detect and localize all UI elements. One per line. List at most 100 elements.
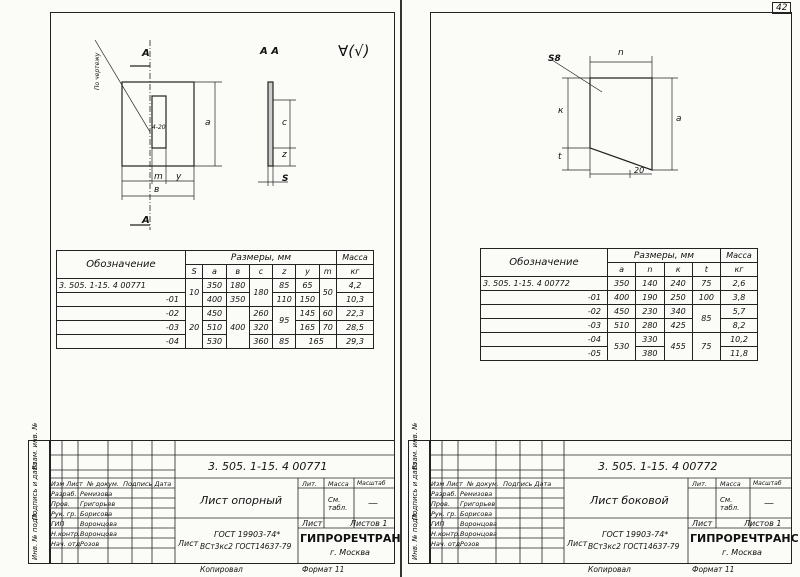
stamp-name: Ремизова (460, 490, 493, 498)
table-cell: 380 (635, 346, 665, 361)
right-plate-drawing (551, 56, 678, 178)
left-scale-label: Масштаб (357, 480, 386, 487)
right-margin-strip (408, 440, 430, 564)
left-sheet-label: Лист (302, 519, 323, 528)
table-cell: 95 (272, 306, 297, 335)
stamp-role: ГИП (51, 520, 65, 528)
stamp-h: Изм (431, 480, 445, 488)
stamp-name: Розов (80, 540, 100, 548)
dim-y: y (176, 172, 182, 182)
left-size-table: Обозначение Размеры, мм Масса S a в c z … (56, 250, 374, 349)
table-row: -03 510 280 425 8,2 (480, 318, 758, 333)
table-cell: 85 (691, 304, 722, 333)
left-plate-drawing (94, 39, 296, 230)
left-copied: Копировал (200, 565, 243, 574)
right-sheet-label: Лист (692, 519, 713, 528)
left-title-grid (50, 440, 395, 564)
right-s-label: S8 (548, 54, 561, 64)
stamp-header: Изм Лист № докум. Подпись Дата (51, 480, 171, 488)
right-sheets-label: Листов 1 (744, 519, 782, 528)
stamp-role: Пров. (431, 500, 450, 508)
stamp-role: Разраб. (431, 490, 457, 498)
stamp-h: № докум. (86, 480, 119, 488)
table-cell: 530 (606, 332, 637, 361)
right-scale-value: — (764, 498, 774, 509)
stamp-h: Лист (66, 480, 83, 488)
stamp-name: Розов (460, 540, 480, 548)
stamp-h: Изм (51, 480, 65, 488)
table-cell: 455 (663, 332, 693, 361)
right-scale-label: Масштаб (753, 480, 782, 487)
stamp-name: Воронцова (80, 520, 118, 528)
table-row: -02 450 230 340 85 5,7 (480, 304, 758, 333)
table-cell: 320 (248, 320, 274, 335)
left-mass-label: Масса (328, 480, 349, 488)
stamp-role: Пров. (51, 500, 70, 508)
left-lit-label: Лит. (302, 480, 317, 488)
stamp-h: Лист (446, 480, 463, 488)
right-material-prefix: Лист (567, 539, 588, 548)
right-dim-n: n (618, 48, 624, 58)
stamp-role: Разраб. (51, 490, 77, 498)
table-cell: 530 (202, 334, 227, 349)
stamp-name: Воронцова (460, 530, 498, 538)
table-cell: 75 (691, 332, 722, 361)
table-row: -01 400 350 110 150 10,3 (56, 292, 374, 307)
left-scale-value: — (368, 498, 378, 509)
roughness-symbol: ∀(√) (338, 42, 370, 60)
right-format: Формат 11 (692, 565, 735, 574)
left-format: Формат 11 (302, 565, 345, 574)
right-sheet: 42 Инв. № подл. Подпись и дата Взам. инв… (402, 0, 800, 577)
left-part-name: Лист опорный (200, 494, 283, 507)
stamp-header: Изм Лист № докум. Подпись Дата (431, 480, 551, 488)
left-margin-strip (28, 440, 50, 564)
dim-m: m (154, 172, 163, 182)
right-mass-value: См. табл. (720, 496, 740, 512)
stamp-h: Подпись (123, 480, 153, 488)
stamp-h: Подпись (503, 480, 533, 488)
stamp-role: Н.контр. (51, 530, 81, 538)
stamp-role: Нач. отд. (51, 540, 83, 548)
table-cell: 29,3 (336, 334, 374, 349)
left-mass-value: См. табл. (328, 496, 348, 512)
dim-c: c (282, 118, 287, 128)
section-title: А А (260, 46, 279, 57)
table-cell: -05 (480, 346, 608, 361)
page-number: 42 (772, 2, 792, 14)
stamp-h: № докум. (466, 480, 499, 488)
table-row: -02 20 450 400 260 95 145 60 22,3 (56, 306, 374, 349)
stamp-name: Борисова (460, 510, 493, 518)
table-cell: -04 (56, 334, 186, 349)
table-cell: 11,8 (720, 346, 758, 361)
weld-label: 4-20 (152, 124, 166, 131)
right-lit-label: Лит. (692, 480, 707, 488)
right-dim-20: 20 (634, 166, 645, 175)
dim-a: a (205, 118, 211, 128)
table-cell: 20 (184, 306, 204, 349)
left-doc-code: 3. 505. 1-15. 4 00771 (208, 460, 328, 473)
right-mass-label: Масса (720, 480, 741, 488)
dim-s: S (282, 174, 289, 184)
stamp-name: Борисова (80, 510, 113, 518)
stamp-role: Рук. гр. (51, 510, 77, 518)
stamp-name: Воронцова (460, 520, 498, 528)
table-row: -05 380 11,8 (480, 346, 758, 361)
stamp-name: Ремизова (80, 490, 113, 498)
stamp-role: Нач. отд. (431, 540, 463, 548)
table-row: -01 400 190 250 100 3,8 (480, 290, 758, 305)
table-cell: 50 (318, 278, 338, 307)
right-copied: Копировал (588, 565, 631, 574)
stamp-h: Дата (154, 480, 172, 488)
right-city: г. Москва (722, 548, 762, 557)
right-doc-code: 3. 505. 1-15. 4 00772 (598, 460, 718, 473)
left-table-header-mass: Масса (336, 250, 374, 265)
table-cell: 85 (272, 334, 297, 349)
left-material-1: ГОСТ 19903-74* (214, 530, 281, 539)
section-letter-top: А (142, 48, 150, 59)
left-sheet: Инв. № подл. Подпись и дата Взам. инв. № (28, 12, 409, 574)
stamp-name: Григорьев (460, 500, 496, 508)
stamp-role: Рук. гр. (431, 510, 457, 518)
right-part-name: Лист боковой (590, 494, 669, 507)
left-sheets-label: Листов 1 (350, 519, 388, 528)
right-size-table: Обозначение Размеры, мм Масса a n к t кг… (480, 248, 758, 361)
